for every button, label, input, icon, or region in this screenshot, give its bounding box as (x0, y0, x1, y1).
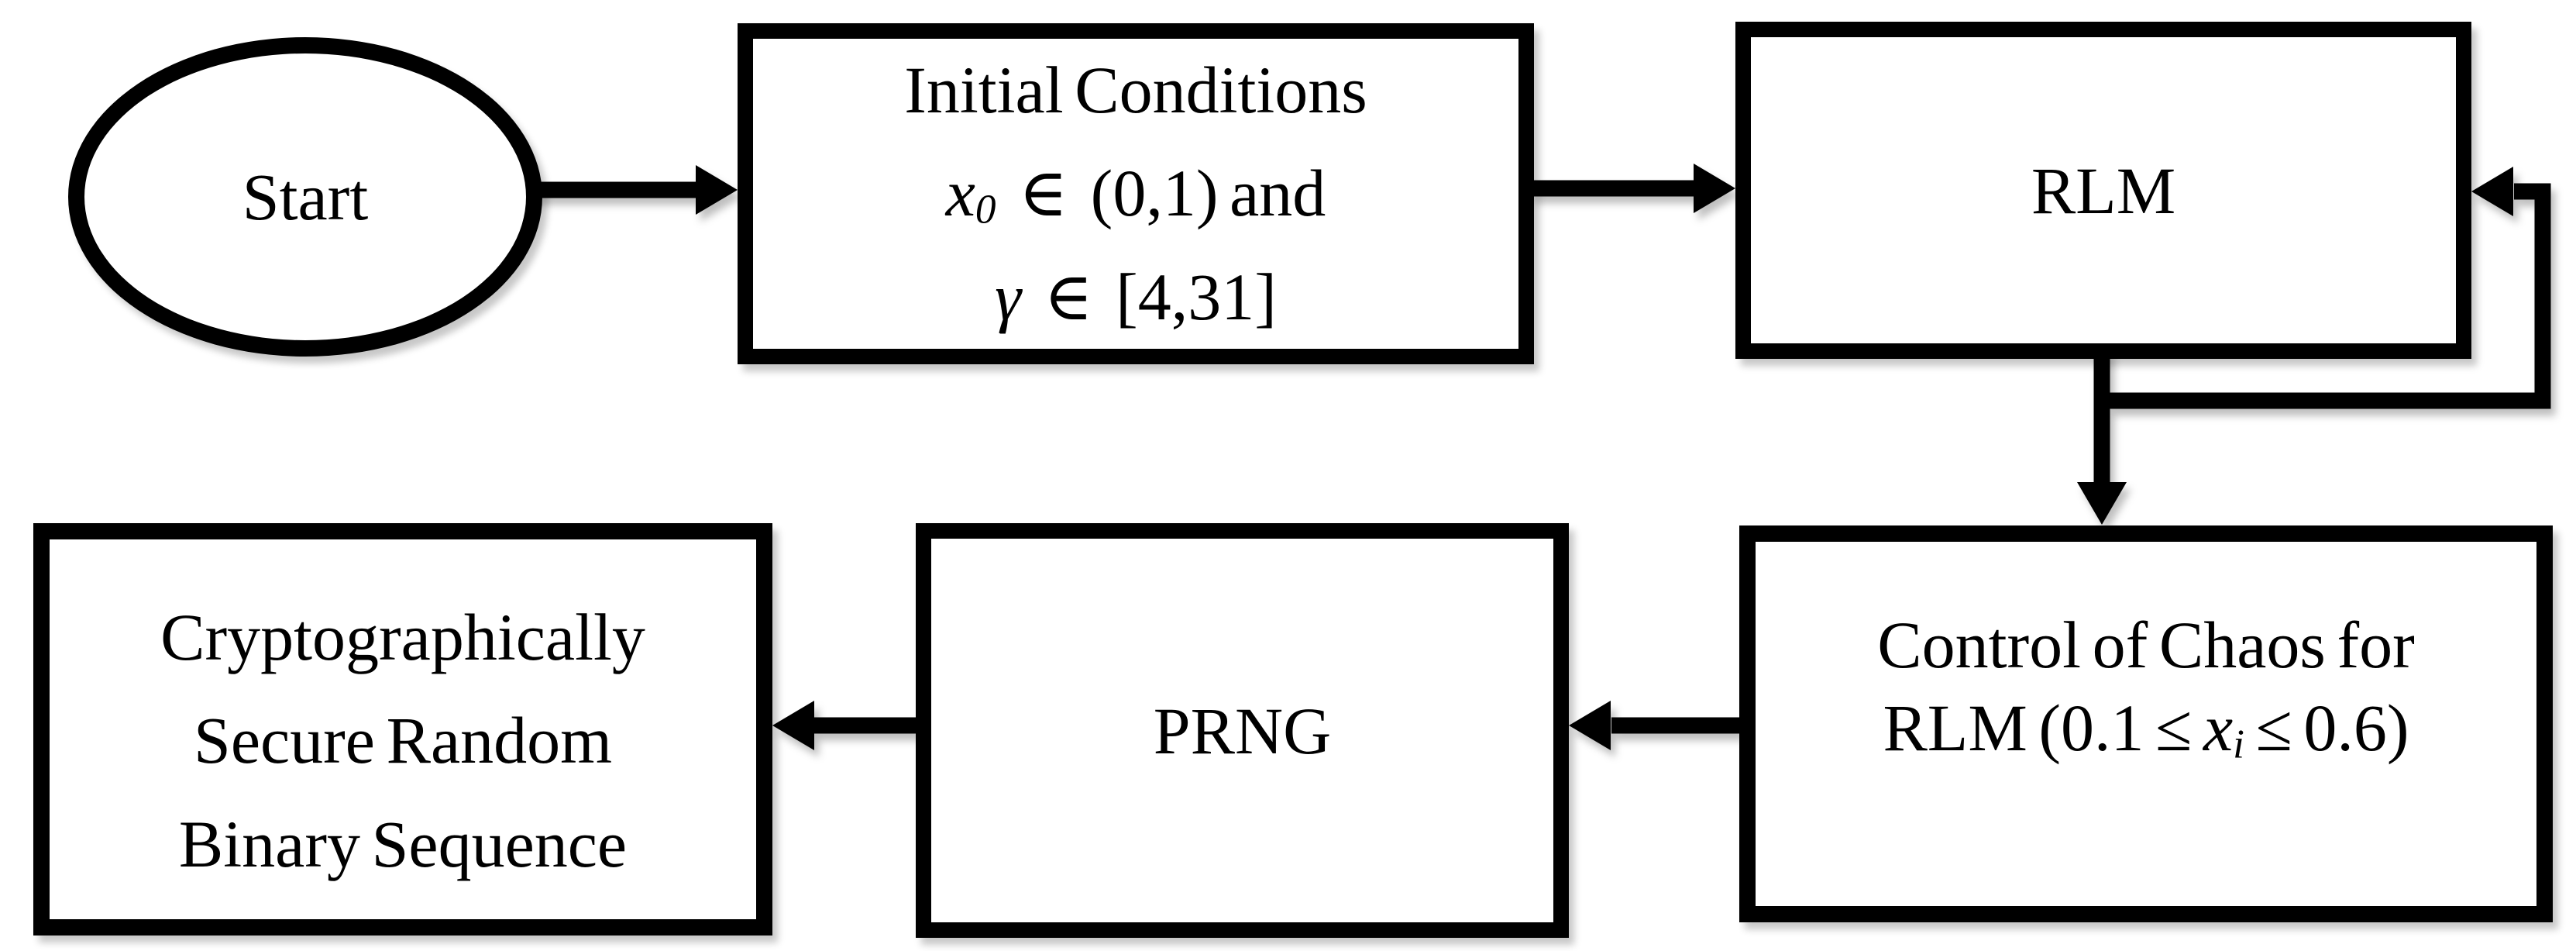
x0-variable: x (945, 156, 975, 231)
condition-suffix: ≤ 0.6) (2244, 691, 2409, 765)
arrowhead-rlm-to-control (2077, 482, 2127, 525)
csprng-line3: Binary Sequence (178, 806, 628, 881)
x0-subscript: 0 (975, 185, 996, 233)
gamma-variable: γ (995, 259, 1021, 334)
csprng-output-node: Cryptographically Secure Random Binary S… (33, 523, 772, 935)
xi-variable: x (2203, 691, 2234, 765)
initial-conditions-title: Initial Conditions (904, 53, 1367, 128)
rlm-node: RLM (1735, 22, 2471, 359)
prng-node: PRNG (916, 523, 1569, 938)
gamma-range-text: ∈ [4,31] (1020, 259, 1277, 334)
x0-range-text: ∈ (0,1) and (996, 156, 1326, 231)
csprng-line1: Cryptographically (160, 600, 645, 675)
control-of-chaos-title: Control of Chaos for (1877, 607, 2415, 682)
prng-label: PRNG (1153, 693, 1332, 768)
initial-conditions-node: Initial Conditions x0 ∈ (0,1) and γ ∈ [4… (738, 23, 1534, 364)
initial-conditions-x0-line: x0 ∈ (0,1) and (753, 142, 1518, 245)
arrowhead-initial-to-rlm (1694, 164, 1735, 213)
xi-subscript: i (2233, 720, 2244, 767)
arrowhead-prng-to-csprng (772, 701, 814, 750)
control-of-chaos-node: Control of Chaos for RLM (0.1 ≤ xi ≤ 0.6… (1739, 525, 2553, 922)
rlm-label: RLM (2031, 153, 2176, 228)
condition-prefix: RLM (0.1 ≤ (1883, 691, 2203, 765)
control-of-chaos-condition: RLM (0.1 ≤ xi ≤ 0.6) (1756, 687, 2536, 770)
start-node: Start (68, 37, 542, 357)
start-label: Start (242, 160, 369, 234)
initial-conditions-gamma-line: γ ∈ [4,31] (753, 246, 1518, 349)
arrowhead-start-to-initial (696, 165, 738, 215)
arrowhead-control-to-prng (1569, 701, 1611, 750)
csprng-line2: Secure Random (193, 703, 613, 778)
arrowhead-rlm-feedback-loop (2471, 167, 2513, 216)
